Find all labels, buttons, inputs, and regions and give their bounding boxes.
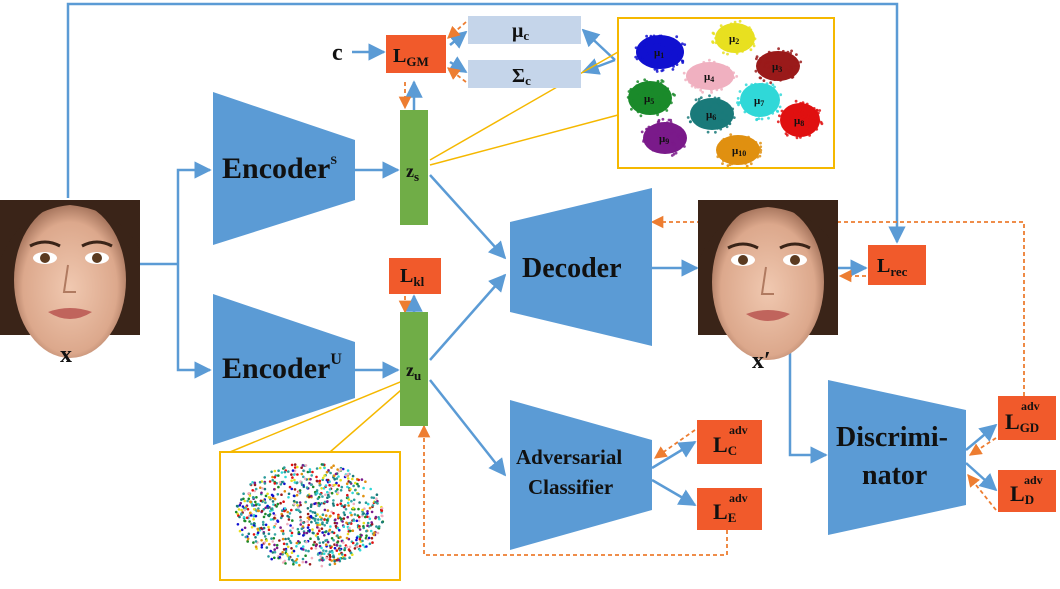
latent-zu: zu [400,312,428,426]
decoder-block: Decoder [510,188,652,346]
cluster-2: μ2 [711,19,757,56]
svg-text:Decoder: Decoder [522,253,622,284]
cluster-4: μ4 [682,58,739,94]
arrow-disc-to-lgd [965,423,998,451]
param-sigma-c: Σc [468,60,581,88]
cluster-5: μ5 [626,78,676,118]
cluster-label-6: μ6 [706,109,716,122]
svg-text:zs: zs [406,161,419,184]
cluster-label-5: μ5 [644,93,654,106]
recon-xprime-label: x′ [752,348,771,374]
arrow-lgm-sigmac [448,56,468,74]
encoder-s-block: EncoderS [213,92,355,245]
cluster-7: μ7 [736,82,783,122]
svg-text:LD: LD [1010,481,1034,507]
adversarial-classifier-block: Adversarial Classifier [510,400,652,550]
svg-text:zu: zu [406,360,421,383]
svg-text:Discrimi-: Discrimi- [836,422,948,453]
arrow-x-to-encoder-s [176,161,212,264]
cluster-10: μ10 [716,133,763,168]
svg-text:nator: nator [862,460,927,491]
svg-text:adv: adv [729,423,748,437]
unsupervised-scatter-frame [219,451,401,581]
cluster-scatter-frame: μ1 μ2 μ3 μ4 μ5 μ6 μ7 μ8 μ9 μ10 [617,17,835,169]
cluster-6: μ6 [686,94,736,134]
cluster-9: μ9 [640,117,687,157]
loss-lc-adv: LC adv [697,420,762,464]
arrow-classifier-to-lc [651,440,697,470]
arrow-zu-to-classifier [429,379,507,477]
arrow-classifier-to-le [651,478,697,507]
arrow-zs-to-decoder [429,174,507,260]
cluster-label-2: μ2 [729,33,739,46]
svg-text:Lkl: Lkl [400,265,425,289]
loss-lgm: LGM [386,35,446,73]
cluster-label-7: μ7 [754,95,764,108]
cluster-label-9: μ9 [659,133,669,146]
mixed-point-cloud [234,463,385,568]
arrow-lgm-muc [448,30,468,49]
frame-connectors [229,51,619,453]
svg-text:LGD: LGD [1005,409,1039,435]
encoder-u-block: EncoderU [213,294,355,445]
arrow-x-to-lrec [66,2,906,244]
svg-text:adv: adv [729,491,748,505]
cluster-label-10: μ10 [732,145,746,158]
arrow-frame-to-sigmac [581,58,616,75]
loss-lkl: Lkl [389,258,441,294]
input-face-image [0,200,140,358]
dash-lgd-to-disc [968,437,997,456]
cluster-blobs: μ1 μ2 μ3 μ4 μ5 μ6 μ7 μ8 μ9 μ10 [626,19,824,168]
cluster-8: μ8 [776,99,824,140]
condition-c-label: c [332,40,343,66]
loss-ld-adv: LD adv [998,470,1056,512]
flow-arrows [66,2,998,507]
dash-lc-to-classifier [653,429,696,459]
svg-text:adv: adv [1021,399,1040,413]
cluster-3: μ3 [754,47,803,85]
dash-ld-to-disc [967,474,997,511]
loss-le-adv: LE adv [697,488,762,530]
svg-text:LE: LE [713,499,736,525]
svg-text:adv: adv [1024,473,1043,487]
svg-text:Classifier: Classifier [528,475,613,499]
svg-text:EncoderS: EncoderS [222,152,337,185]
cluster-label-1: μ1 [654,47,664,60]
arrow-frame-to-muc [581,28,616,61]
dash-le-to-zu [417,424,728,556]
reconstructed-face-image [698,200,838,360]
dash-sigmac-to-lgm [447,67,467,83]
cluster-label-8: μ8 [794,115,804,128]
svg-text:LGM: LGM [393,45,429,69]
svg-text:Lrec: Lrec [877,255,908,279]
param-mu-c: μc [468,16,581,44]
arrow-disc-to-ld [965,462,998,492]
svg-text:Σc: Σc [512,65,531,88]
arrow-xprime-to-disc [788,335,828,464]
discriminator-block: Discrimi- nator [828,380,966,535]
cluster-label-4: μ4 [704,71,714,84]
latent-zs: zs [400,110,428,225]
arrow-zu-to-decoder [429,273,507,361]
svg-text:μc: μc [512,20,529,43]
loss-lrec: Lrec [868,245,926,285]
svg-text:Adversarial: Adversarial [516,445,622,469]
svg-text:EncoderU: EncoderU [222,351,342,385]
input-x-label: x [60,342,72,368]
loss-lgd-adv: LGD adv [998,396,1056,440]
svg-text:LC: LC [713,432,737,458]
arrow-x-to-encoder-u [176,264,212,379]
cluster-1: μ1 [634,34,687,73]
cluster-label-3: μ3 [772,61,782,74]
